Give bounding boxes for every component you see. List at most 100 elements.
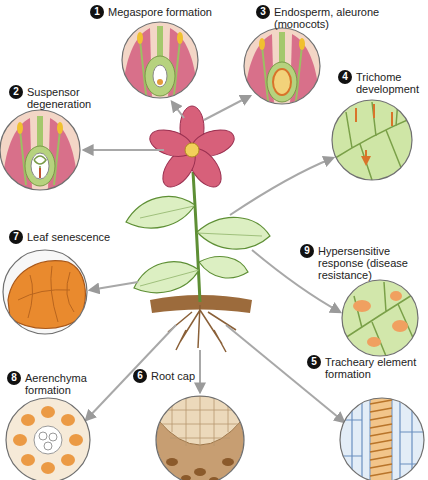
inset-background xyxy=(0,110,80,190)
leaf-vein xyxy=(332,100,412,180)
stele xyxy=(34,426,62,454)
anther xyxy=(259,38,265,50)
sloughed-cell xyxy=(166,458,178,466)
spiral-thickening xyxy=(370,400,392,476)
leaf-wrinkle xyxy=(18,266,74,322)
process-label: Megaspore formation xyxy=(108,6,238,18)
anther xyxy=(299,38,305,50)
anther xyxy=(177,32,183,44)
arrow xyxy=(199,350,201,392)
cell-wall xyxy=(158,396,242,450)
air-space xyxy=(69,434,83,446)
inset-circle xyxy=(156,396,244,480)
lesion xyxy=(353,300,371,312)
roots xyxy=(168,305,236,352)
inset-circle xyxy=(342,280,418,356)
arrow xyxy=(84,149,164,151)
process-circle: 5 Tracheary element formation xyxy=(307,355,425,480)
air-space xyxy=(13,434,27,446)
anther xyxy=(17,122,23,134)
sloughed-cell xyxy=(209,477,219,480)
process-circle: 1 Megaspore formation xyxy=(90,5,238,99)
ovule xyxy=(153,65,167,87)
lesion xyxy=(392,320,408,332)
process-circle: 6 Root cap xyxy=(133,369,244,480)
inset-circle xyxy=(0,110,80,190)
air-space xyxy=(41,462,55,474)
circle-outline-layer xyxy=(3,230,127,335)
callout-number: 8 xyxy=(7,371,21,385)
style xyxy=(157,26,163,60)
leaf xyxy=(126,197,195,229)
callout-number: 3 xyxy=(256,5,270,19)
leaf xyxy=(134,262,199,293)
callout-number: 7 xyxy=(9,230,23,244)
style xyxy=(279,32,285,66)
arrow xyxy=(230,158,333,215)
ovary xyxy=(145,56,175,96)
inset-circle xyxy=(122,22,198,98)
inset-circle xyxy=(244,28,320,104)
arrow xyxy=(172,102,184,118)
callout-number: 4 xyxy=(338,70,352,84)
process-label: Hypersensitive response (disease resista… xyxy=(318,245,426,281)
arrow xyxy=(204,96,250,120)
air-space xyxy=(41,406,55,418)
ovule xyxy=(31,153,49,179)
circle-outline-layer xyxy=(133,369,244,480)
lesion xyxy=(367,337,381,347)
process-label: Leaf senescence xyxy=(27,231,127,243)
inset-background xyxy=(342,280,418,356)
vessel xyxy=(49,433,57,441)
leaf xyxy=(199,257,248,278)
air-space xyxy=(61,454,75,466)
circle-outline-layer xyxy=(90,5,238,99)
process-circle: 2 Suspensor degeneration xyxy=(0,85,122,191)
process-label: Aerenchyma formation xyxy=(25,372,105,396)
inset-circle xyxy=(332,100,412,180)
callout-number: 1 xyxy=(90,5,104,19)
lesion xyxy=(390,291,402,301)
sloughed-cell xyxy=(222,458,234,466)
vessel xyxy=(39,432,47,440)
sloughed-cell xyxy=(181,475,191,480)
megaspore xyxy=(157,79,163,85)
stem xyxy=(193,172,200,302)
air-space xyxy=(61,414,75,426)
style xyxy=(37,116,43,150)
inset-background xyxy=(332,100,412,180)
endosperm xyxy=(273,69,291,95)
vessel xyxy=(44,442,52,450)
inset-circle xyxy=(3,250,87,334)
anther xyxy=(57,122,63,134)
inset-background xyxy=(156,396,244,480)
suspensor xyxy=(39,168,41,178)
anther xyxy=(137,32,143,44)
callout-number: 5 xyxy=(307,355,321,369)
leaf-vein xyxy=(140,206,262,286)
ovary xyxy=(267,62,297,102)
callout-number: 2 xyxy=(9,85,23,99)
callout-number: 6 xyxy=(133,369,147,383)
air-space xyxy=(21,414,35,426)
callout-number: 9 xyxy=(300,244,314,258)
process-circle: 8 Aerenchyma formation xyxy=(6,371,105,480)
process-circle: 7 Leaf senescence xyxy=(3,230,127,335)
process-circle: 4 Trichome development xyxy=(332,70,426,181)
process-label: Trichome development xyxy=(356,71,426,95)
inset-circle xyxy=(6,398,90,480)
process-label: Endosperm, aleurone (monocots) xyxy=(274,6,382,30)
sloughed-cell xyxy=(194,468,206,476)
process-label: Suspensor degeneration xyxy=(27,86,122,110)
process-label: Root cap xyxy=(151,370,211,382)
inset-background xyxy=(3,250,87,334)
trichome-arrow xyxy=(356,104,392,164)
inset-background xyxy=(6,398,90,480)
process-label: Tracheary element formation xyxy=(325,356,425,380)
flower-center xyxy=(185,143,199,157)
tracheary-element xyxy=(370,396,392,480)
ovary xyxy=(25,146,55,186)
inset-circle xyxy=(340,398,424,480)
arrow xyxy=(90,282,138,290)
air-space xyxy=(21,454,35,466)
